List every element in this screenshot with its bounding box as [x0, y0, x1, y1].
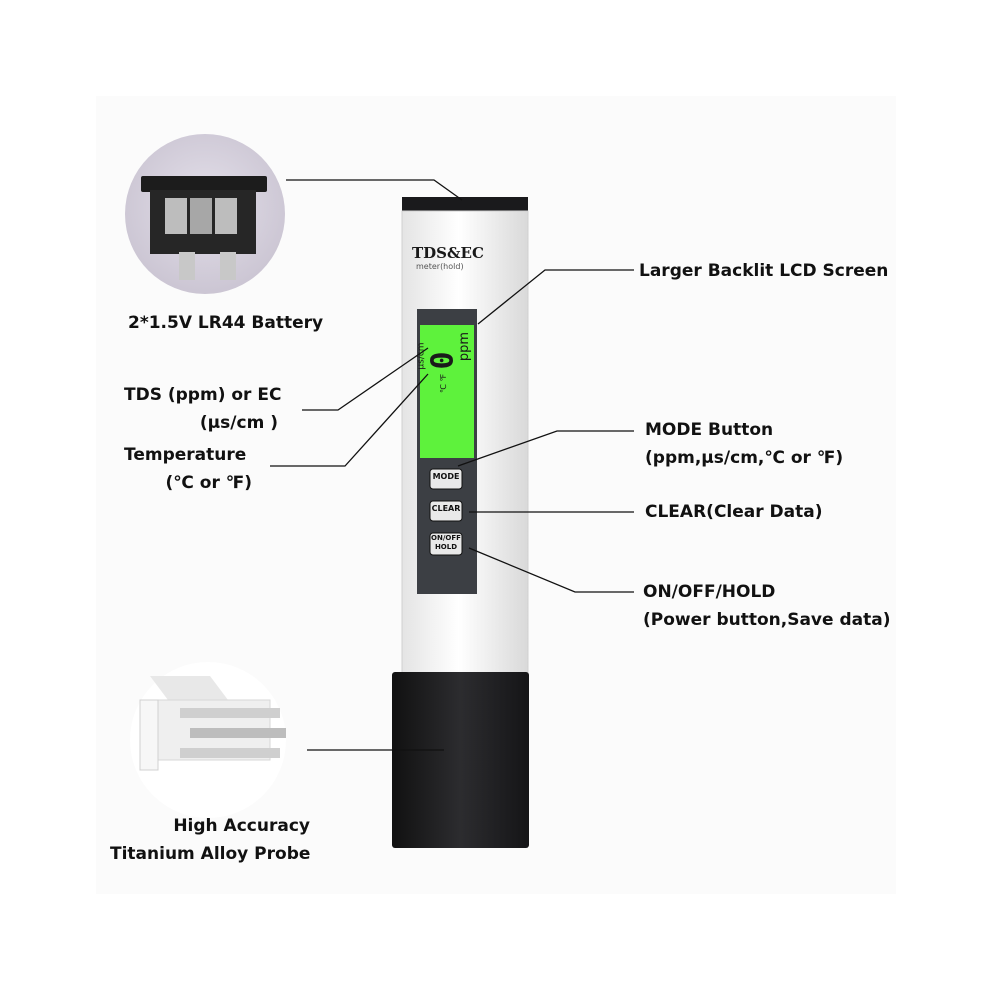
lcd-temp-units: ℃ ℉ — [439, 373, 449, 394]
leader-lines — [270, 179, 634, 751]
probe-label: High Accuracy Titanium Alloy Probe — [110, 812, 310, 868]
tds-meter — [392, 197, 529, 848]
mode-label-line1: MODE Button — [645, 420, 774, 440]
probe-label-line2: Titanium Alloy Probe — [110, 844, 311, 864]
battery-label: 2*1.5V LR44 Battery — [128, 313, 324, 333]
lcd-screen: μs/cm 0 ppm ℃ ℉ — [417, 325, 474, 458]
onoff-button[interactable]: ON/OFF HOLD — [430, 534, 462, 552]
onoff-button-line2: HOLD — [434, 543, 458, 551]
probe-label-line1: High Accuracy — [173, 816, 310, 836]
lcd-units: ppm — [457, 331, 473, 362]
onoff-label-line2: (Power button,Save data) — [643, 610, 891, 630]
tds-label-line2: (μs/cm ) — [199, 413, 278, 433]
device-brand: TDS&EC — [412, 244, 484, 262]
clear-button[interactable]: CLEAR — [431, 504, 461, 513]
probe-icon — [130, 662, 286, 818]
onoff-label-line1: ON/OFF/HOLD — [643, 582, 776, 602]
mode-button[interactable]: MODE — [432, 472, 460, 481]
temperature-label-line2: (℃ or ℉) — [165, 473, 253, 493]
lcd-label: Larger Backlit LCD Screen — [639, 261, 889, 281]
lcd-reading: 0 — [425, 351, 461, 370]
onoff-label: ON/OFF/HOLD (Power button,Save data) — [643, 578, 890, 634]
onoff-button-line1: ON/OFF — [431, 534, 461, 542]
tds-label-line1: TDS (ppm) or EC — [124, 385, 282, 405]
tds-label: TDS (ppm) or EC (μs/cm ) — [124, 381, 282, 437]
clear-label: CLEAR(Clear Data) — [645, 502, 823, 522]
temperature-label: Temperature (℃ or ℉) — [124, 441, 252, 497]
temperature-label-line1: Temperature — [124, 445, 247, 465]
mode-label-line2: (ppm,μs/cm,℃ or ℉) — [645, 448, 844, 468]
device-subtitle: meter(hold) — [416, 262, 464, 271]
mode-label: MODE Button (ppm,μs/cm,℃ or ℉) — [645, 416, 843, 472]
battery-compartment-icon — [125, 134, 285, 294]
